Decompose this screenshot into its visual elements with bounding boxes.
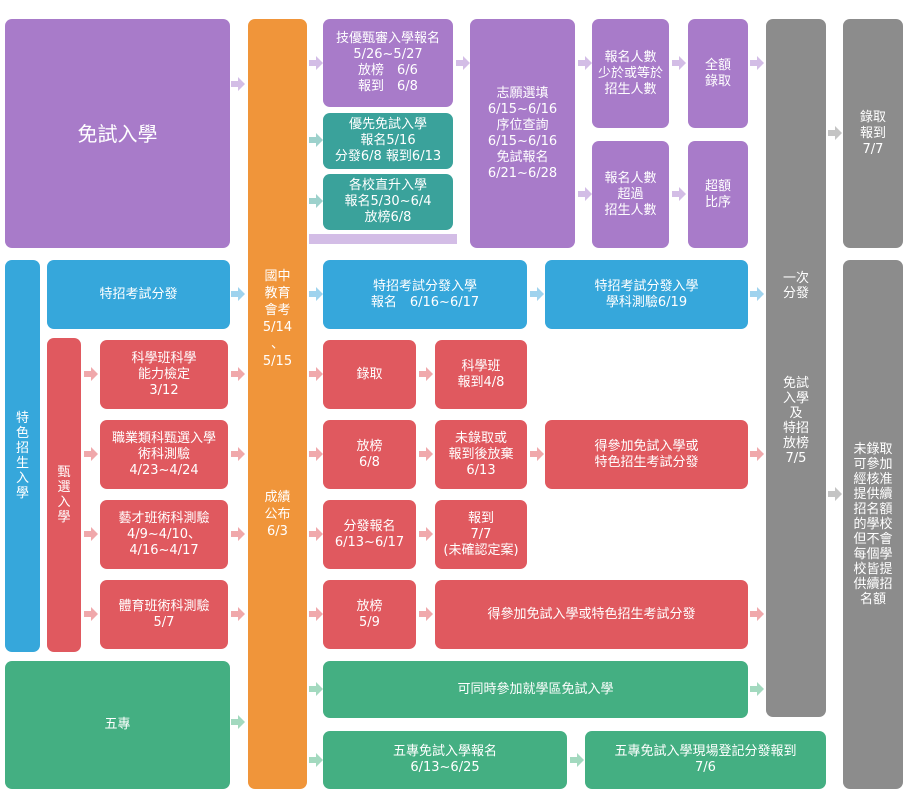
- special-assign-box: 特招考試分發入學 報名 6/16~6/17: [323, 260, 527, 329]
- flow-arrow-icon: [231, 527, 245, 541]
- join-district-box: 可同時參加就學區免試入學: [323, 661, 748, 718]
- cap-exam-box: 國中 教育 會考 5/14 、 5/15 成績 公布 6/3: [248, 19, 307, 789]
- five-year-onsite-box: 五專免試入學現場登記分發報到 7/6: [585, 731, 826, 789]
- direct-entry-box: 各校直升入學 報名5/30~6/4 放榜6/8: [323, 174, 453, 230]
- over-ratio-box: 超額 比序: [688, 141, 748, 248]
- report-77-box: 報到 7/7 (未確認定案): [435, 500, 527, 569]
- five-year-box: 五專: [5, 661, 230, 789]
- flow-arrow-icon: [309, 287, 323, 301]
- flow-arrow-icon: [750, 56, 764, 70]
- flow-arrow-icon: [309, 682, 323, 696]
- flow-arrow-icon: [672, 56, 686, 70]
- flow-arrow-icon: [672, 187, 686, 201]
- flow-arrow-icon: [309, 367, 323, 381]
- flow-arrow-icon: [231, 77, 245, 91]
- flow-arrow-icon: [84, 367, 98, 381]
- special-entry-box: 特 色 招 生 入 學: [5, 260, 40, 652]
- vocational-test-box: 職業類科甄選入學 術科測驗 4/23~4/24: [100, 420, 228, 489]
- priority-free-box: 優先免試入學 報名5/16 分發6/8 報到6/13: [323, 113, 453, 169]
- flow-arrow-icon: [828, 487, 842, 501]
- flow-arrow-icon: [231, 367, 245, 381]
- flow-arrow-icon: [309, 447, 323, 461]
- assign-register-box: 分發報名 6/13~6/17: [323, 500, 416, 569]
- flow-arrow-icon: [419, 607, 433, 621]
- flow-arrow-icon: [84, 527, 98, 541]
- volunteer-box: 志願選填 6/15~6/16 序位查詢 6/15~6/16 免試報名 6/21~…: [470, 19, 575, 248]
- join-free-or-special-box-2: 得參加免試入學或特色招生考試分發: [435, 580, 748, 649]
- flow-arrow-icon: [530, 447, 544, 461]
- release-68-box: 放榜 6/8: [323, 420, 416, 489]
- full-admit-box: 全額 錄取: [688, 19, 748, 128]
- flow-arrow-icon: [570, 753, 584, 767]
- flow-arrow-icon: [530, 287, 544, 301]
- applicants-more-box: 報名人數 超過 招生人數: [592, 141, 669, 248]
- free-entry-box: 免試入學: [5, 19, 230, 248]
- flow-arrow-icon: [578, 187, 592, 201]
- screening-box: 甄 選 入 學: [47, 338, 81, 652]
- flow-arrow-icon: [309, 56, 323, 70]
- flow-arrow-icon: [750, 287, 764, 301]
- flow-arrow-icon: [456, 56, 470, 70]
- flow-arrow-icon: [750, 682, 764, 696]
- admit-report-box: 錄取 報到 7/7: [843, 19, 903, 248]
- flow-arrow-icon: [84, 447, 98, 461]
- flow-arrow-icon: [750, 447, 764, 461]
- flow-arrow-icon: [578, 56, 592, 70]
- five-year-register-box: 五專免試入學報名 6/13~6/25: [323, 731, 567, 789]
- flow-arrow-icon: [828, 126, 842, 140]
- flow-arrow-icon: [84, 607, 98, 621]
- arts-test-box: 藝才班術科測驗 4/9~4/10、 4/16~4/17: [100, 500, 228, 569]
- science-report-box: 科學班 報到4/8: [435, 340, 527, 409]
- flow-arrow-icon: [750, 607, 764, 621]
- flow-arrow-icon: [231, 607, 245, 621]
- flow-arrow-icon: [309, 527, 323, 541]
- direct-to-volunteer-bar: [309, 234, 457, 244]
- special-exam-box: 特招考試分發: [47, 260, 230, 329]
- flow-arrow-icon: [309, 607, 323, 621]
- flow-arrow-icon: [419, 447, 433, 461]
- join-free-or-special-box-1: 得參加免試入學或 特色招生考試分發: [545, 420, 748, 489]
- release-59-box: 放榜 5/9: [323, 580, 416, 649]
- one-assign-box: 一次 分發 免試 入學 及 特招 放榜 7/5: [766, 19, 826, 717]
- admitted-box: 錄取: [323, 340, 416, 409]
- sports-test-box: 體育班術科測驗 5/7: [100, 580, 228, 649]
- flow-arrow-icon: [309, 753, 323, 767]
- flow-arrow-icon: [309, 133, 323, 147]
- flow-arrow-icon: [419, 367, 433, 381]
- applicants-less-box: 報名人數 少於或等於 招生人數: [592, 19, 669, 128]
- flow-arrow-icon: [309, 194, 323, 208]
- flow-arrow-icon: [231, 447, 245, 461]
- science-test-box: 科學班科學 能力檢定 3/12: [100, 340, 228, 409]
- flow-arrow-icon: [231, 287, 245, 301]
- sports-skill-box: 技優甄審入學報名 5/26~5/27 放榜 6/6 報到 6/8: [323, 19, 453, 107]
- not-admitted-abandon-box: 未錄取或 報到後放棄 6/13: [435, 420, 527, 489]
- flow-arrow-icon: [231, 715, 245, 729]
- flow-arrow-icon: [419, 527, 433, 541]
- not-admitted-box: 未錄取 可參加 經核准 提供續 招名額 的學校 但不會 每個學 校皆提 供續招 …: [843, 260, 903, 789]
- special-test-box: 特招考試分發入學 學科測驗6/19: [545, 260, 748, 329]
